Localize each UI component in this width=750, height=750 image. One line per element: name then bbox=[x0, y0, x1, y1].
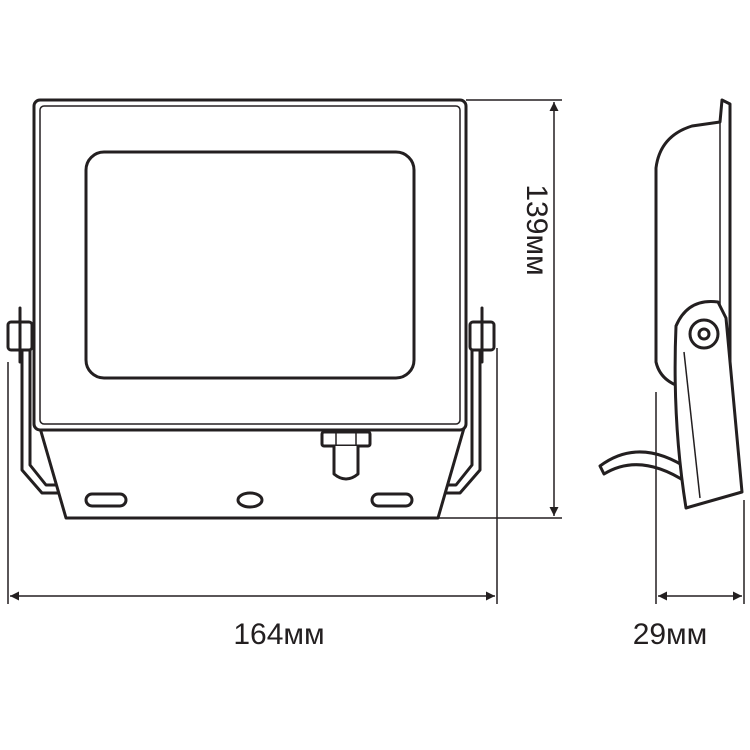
mounting-slot-right bbox=[370, 492, 414, 508]
pivot-bolt-inner bbox=[697, 327, 711, 341]
front-view bbox=[6, 98, 496, 520]
width-dimension: 164мм bbox=[7, 348, 498, 651]
side-bracket-inner-edge bbox=[683, 351, 701, 499]
cable-gland-body bbox=[332, 444, 360, 481]
mounting-slot-left bbox=[84, 492, 128, 508]
width-label: 164мм bbox=[233, 618, 324, 651]
height-label: 139мм bbox=[520, 184, 553, 275]
depth-dimension: 29мм bbox=[633, 392, 745, 651]
side-bracket-arm bbox=[673, 300, 744, 510]
power-cable bbox=[598, 450, 692, 484]
led-lens-window bbox=[84, 150, 416, 380]
depth-label: 29мм bbox=[633, 618, 708, 651]
front-frame-inner bbox=[39, 105, 461, 425]
mounting-hole-center bbox=[236, 491, 264, 509]
height-dimension: 139мм bbox=[438, 99, 562, 519]
side-view bbox=[598, 98, 744, 510]
cable-gland-nut bbox=[320, 430, 372, 448]
